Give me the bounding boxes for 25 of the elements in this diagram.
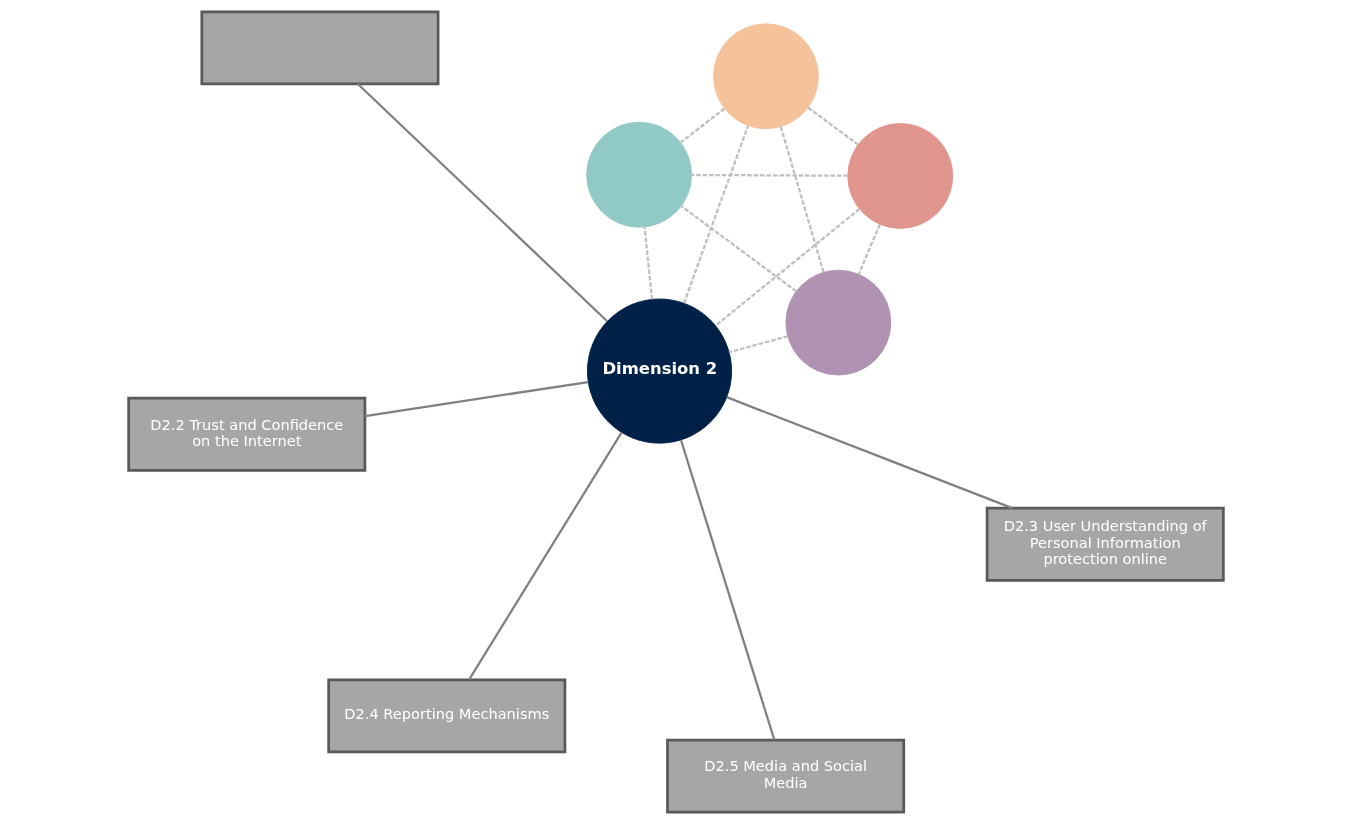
connector (857, 223, 881, 275)
node-circle (785, 269, 892, 376)
node-box: D2.4 Reporting Mechanisms (327, 678, 567, 754)
connector (643, 227, 654, 300)
connector (680, 107, 726, 144)
node-box: D2.5 Media and Social Media (666, 738, 906, 814)
connector (779, 126, 825, 273)
connector (680, 205, 797, 293)
connector (692, 173, 848, 177)
connector (679, 439, 776, 741)
connector (683, 125, 750, 304)
node-box: D2.2 Trust and Confidence on the Internet (127, 396, 367, 472)
connector (807, 106, 859, 146)
connector (468, 432, 623, 681)
connector (715, 208, 861, 327)
node-circle: Dimension 2 (587, 298, 733, 444)
node-circle (586, 121, 693, 228)
node-box (200, 10, 440, 86)
node-circle (713, 23, 819, 130)
connector (726, 396, 1013, 510)
node-box: D2.3 User Understanding of Personal Information protection online (985, 506, 1225, 582)
connector (357, 83, 608, 323)
connector (364, 380, 589, 418)
connector (728, 335, 788, 354)
node-circle (847, 123, 954, 229)
